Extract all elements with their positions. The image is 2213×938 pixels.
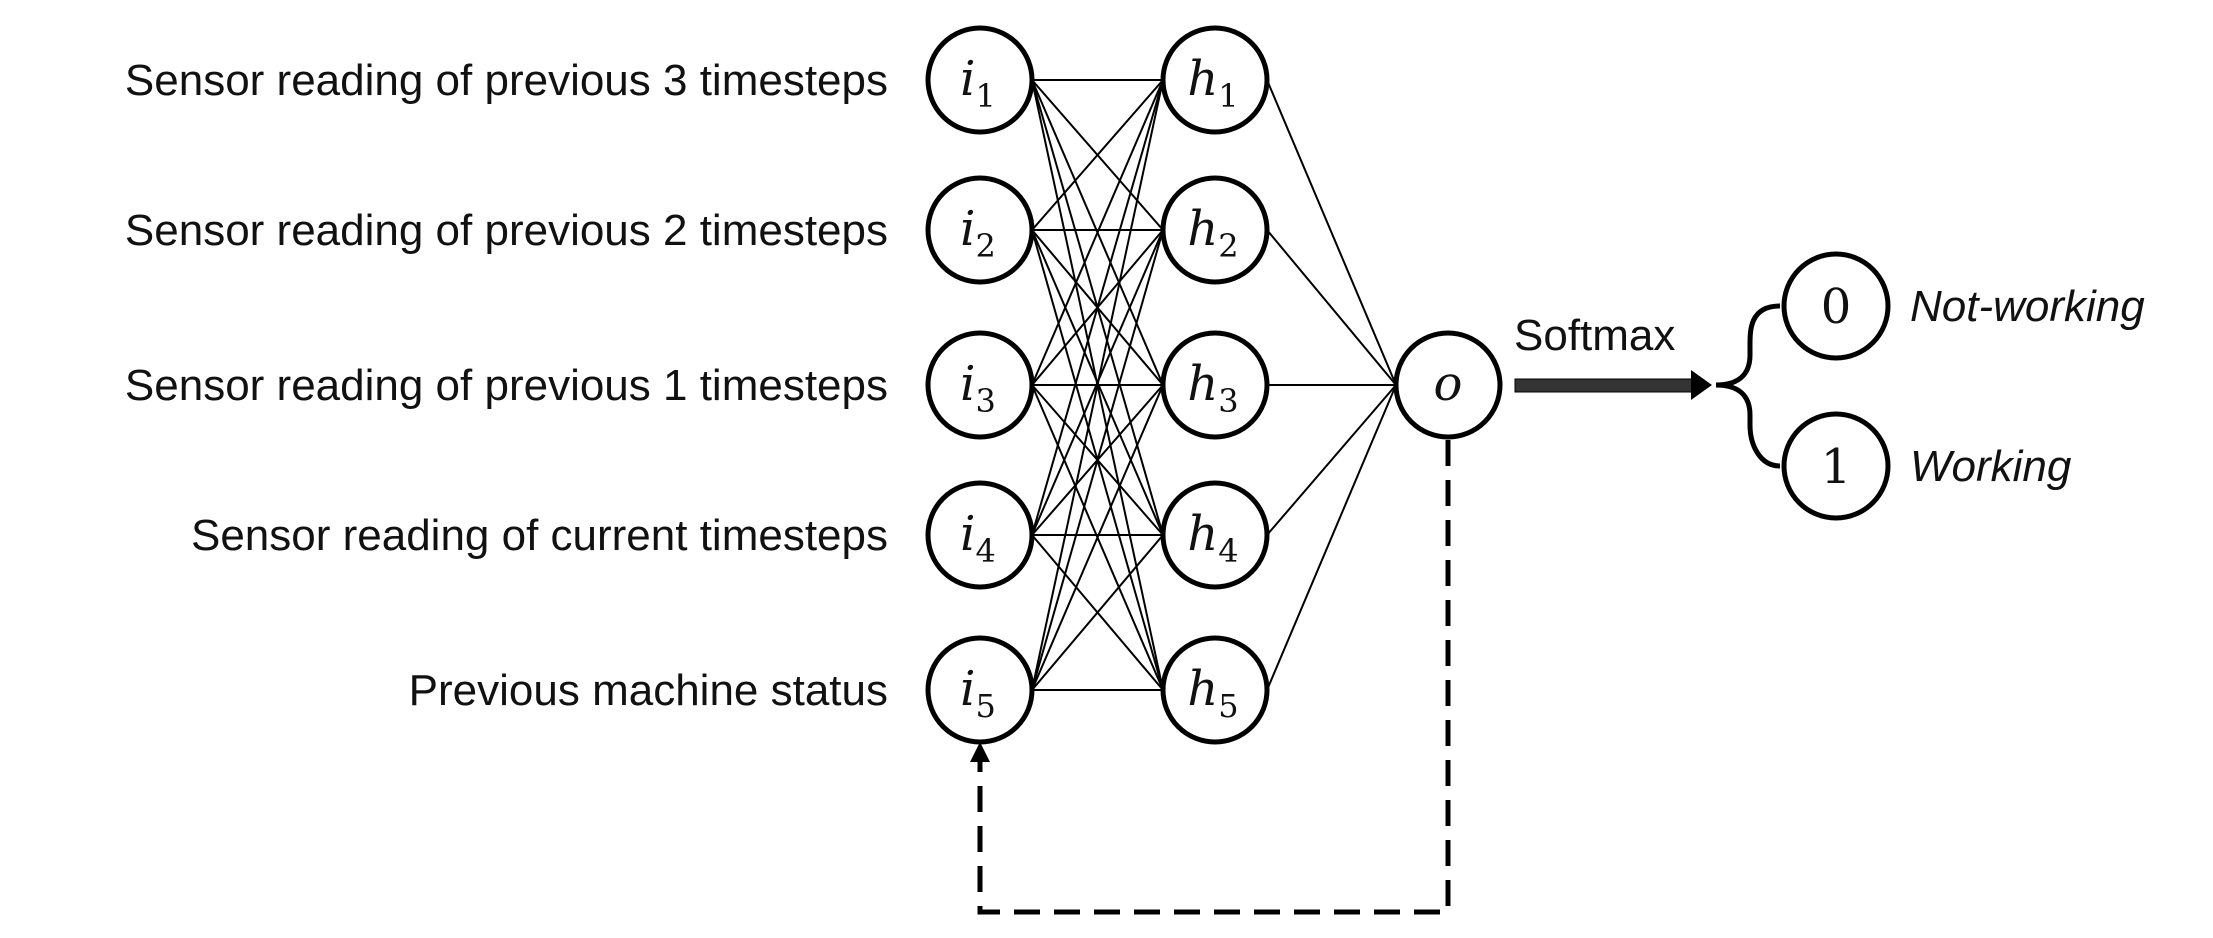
feedback-arrowhead [970, 742, 990, 762]
hidden-layer: h1 h2 h3 h4 h5 [1160, 25, 1270, 745]
edge-h2-o [1266, 229, 1397, 386]
edge-i5-h4 [1031, 534, 1164, 691]
input-node-5: i5 [925, 635, 1035, 745]
class-label-1: Working [1910, 442, 2072, 491]
input-label-3: Sensor reading of previous 1 timesteps [125, 361, 888, 410]
edge-i5-h3 [1031, 384, 1164, 691]
hidden-node-5: h5 [1160, 635, 1270, 745]
edge-h5-o [1266, 384, 1397, 691]
softmax-label: Softmax [1514, 311, 1675, 360]
input-node-label-1: i1 [960, 51, 996, 115]
class-label-0: Not-working [1910, 282, 2145, 331]
edge-i5-h1 [1031, 79, 1164, 691]
input-node-2: i2 [925, 175, 1035, 285]
hidden-node-2: h2 [1160, 175, 1270, 285]
edge-i3-h1 [1031, 79, 1164, 386]
hidden-node-3: h3 [1160, 330, 1270, 440]
output-classes: 0 Not-working 1 Working [1781, 251, 2145, 521]
class-brace [1715, 303, 1781, 469]
input-layer: i1 i2 i3 i4 i5 [925, 25, 1035, 745]
input-label-5: Previous machine status [409, 666, 888, 715]
feedback-loop [977, 440, 1451, 915]
class-value-0: 0 [1821, 279, 1852, 335]
edge-h1-o [1266, 79, 1397, 386]
input-node-4: i4 [925, 480, 1035, 590]
edge-i5-h2 [1031, 229, 1164, 691]
edge-i2-h1 [1031, 79, 1164, 231]
softmax-arrowhead [1691, 370, 1712, 400]
hidden-node-1: h1 [1160, 25, 1270, 135]
input-label-2: Sensor reading of previous 2 timesteps [125, 206, 888, 255]
input-labels: Sensor reading of previous 3 timestepsSe… [125, 56, 888, 715]
output-node-label: o [1434, 356, 1463, 412]
hidden-node-label-4: h4 [1187, 506, 1238, 570]
edge-h4-o [1266, 384, 1397, 536]
input-node-3: i3 [925, 330, 1035, 440]
softmax-arrow-shaft [1514, 378, 1694, 393]
input-label-1: Sensor reading of previous 3 timesteps [125, 56, 888, 105]
class-node-0: 0 Not-working [1781, 251, 2145, 361]
connection-lines [1031, 79, 1397, 691]
output-node: o [1393, 330, 1503, 440]
hidden-node-4: h4 [1160, 480, 1270, 590]
class-node-1: 1 Working [1781, 411, 2072, 521]
input-label-4: Sensor reading of current timesteps [191, 511, 888, 560]
class-value-1: 1 [1821, 439, 1852, 495]
input-node-1: i1 [925, 25, 1035, 135]
edge-i4-h1 [1031, 79, 1164, 536]
